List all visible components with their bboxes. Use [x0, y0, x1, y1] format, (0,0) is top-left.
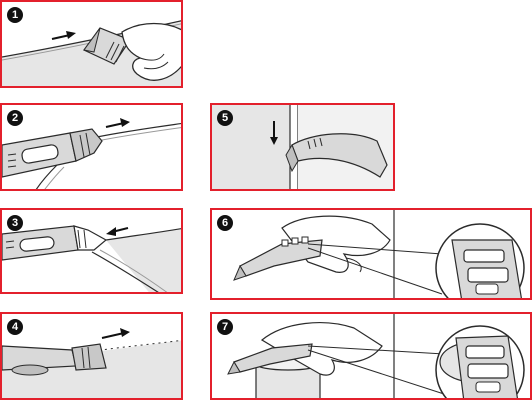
- surface: [106, 228, 181, 292]
- step-6-panel: 6: [210, 208, 532, 300]
- step-1-illustration: [2, 20, 181, 86]
- hand-icon: [260, 322, 383, 376]
- step-1-panel: 1: [0, 0, 183, 88]
- step-number-badge: 5: [217, 110, 233, 126]
- callout-line: [307, 243, 443, 255]
- step-number-badge: 6: [217, 215, 233, 231]
- direction-arrow-icon: [51, 34, 71, 40]
- scraper-tool-icon: [233, 236, 323, 281]
- magnifier-inset-icon: [435, 223, 525, 298]
- callout-line: [307, 345, 445, 355]
- step-2-panel: 2: [0, 103, 183, 191]
- step-number-badge: 4: [7, 319, 23, 335]
- magnifier-inset-icon: [435, 325, 525, 398]
- step-3-illustration: [2, 225, 181, 292]
- step-4-panel: 4: [0, 312, 183, 400]
- sealant-bead: [96, 122, 181, 138]
- step-number-badge: 7: [217, 319, 233, 335]
- scraper-tool-icon: [2, 225, 108, 261]
- scraper-tool-icon: [2, 343, 107, 376]
- step-4-illustration: [2, 328, 181, 398]
- step-number-badge: 3: [7, 215, 23, 231]
- step-6-illustration: [233, 210, 525, 298]
- step-number-badge: 1: [7, 7, 23, 23]
- hand-icon: [121, 22, 181, 81]
- scraper-tool-icon: [2, 128, 103, 178]
- direction-arrow-icon: [101, 332, 125, 339]
- step-7-panel: 7: [210, 312, 532, 400]
- scraper-tool-icon: [285, 133, 388, 178]
- direction-arrow-icon: [105, 122, 125, 128]
- scraper-tool-icon: [227, 343, 313, 375]
- step-number-badge: 2: [7, 110, 23, 126]
- step-5-panel: 5: [210, 103, 395, 191]
- step-3-panel: 3: [0, 208, 183, 294]
- step-2-illustration: [2, 118, 181, 189]
- sealant-bead: [91, 251, 159, 292]
- step-7-illustration: [227, 314, 525, 398]
- step-5-illustration: [212, 105, 393, 189]
